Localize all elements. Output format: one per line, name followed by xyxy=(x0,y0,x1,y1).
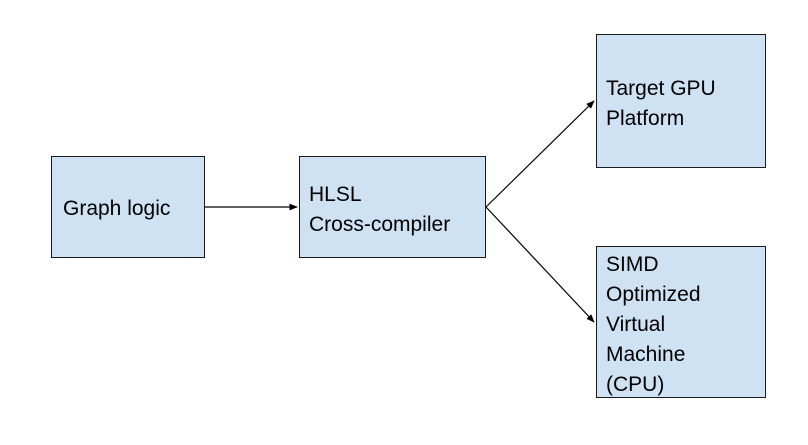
node-target-gpu-platform: Target GPU Platform xyxy=(596,34,766,168)
node-graph-logic: Graph logic xyxy=(51,156,205,258)
edge-hlsl-to-simd xyxy=(485,206,595,323)
node-hlsl-cross-compiler-label: HLSL Cross-compiler xyxy=(309,183,451,236)
edge-hlsl-to-target-gpu xyxy=(485,100,595,208)
node-hlsl-cross-compiler: HLSL Cross-compiler xyxy=(299,156,486,258)
node-target-gpu-platform-label: Target GPU Platform xyxy=(606,77,716,130)
node-simd-virtual-machine: SIMD Optimized Virtual Machine (CPU) xyxy=(596,246,766,398)
node-simd-virtual-machine-label: SIMD Optimized Virtual Machine (CPU) xyxy=(606,253,701,396)
node-graph-logic-label: Graph logic xyxy=(63,197,171,220)
